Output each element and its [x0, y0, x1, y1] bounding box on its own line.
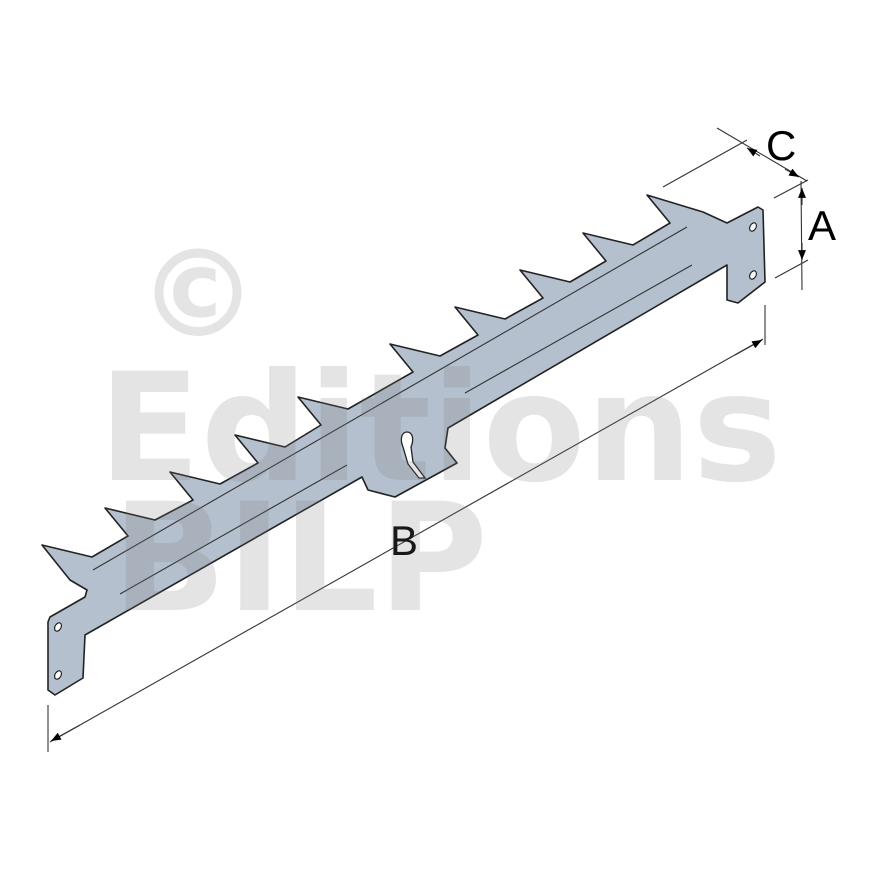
dimension-label-b: B [390, 517, 418, 564]
dimension-a: A [774, 180, 836, 291]
dimension-c: C [662, 122, 809, 199]
dimension-label-a: A [808, 202, 836, 249]
watermark: © Editions BILP [98, 226, 782, 646]
fixing-hole [53, 622, 63, 632]
upper-rib-line [92, 226, 688, 571]
lower-rib-line-left [119, 464, 348, 595]
strap-part [41, 194, 766, 696]
keyhole-slot [400, 431, 427, 479]
watermark-line2: BILP [112, 472, 488, 646]
dimension-b: B [47, 305, 766, 752]
fixing-hole [53, 670, 63, 680]
fixing-hole [748, 222, 758, 232]
dimension-label-c: C [766, 122, 796, 169]
lower-rib-line-right [464, 264, 693, 394]
fixing-hole [748, 270, 758, 280]
watermark-copyright: © [138, 226, 258, 365]
watermark-line1: Editions [98, 342, 782, 516]
